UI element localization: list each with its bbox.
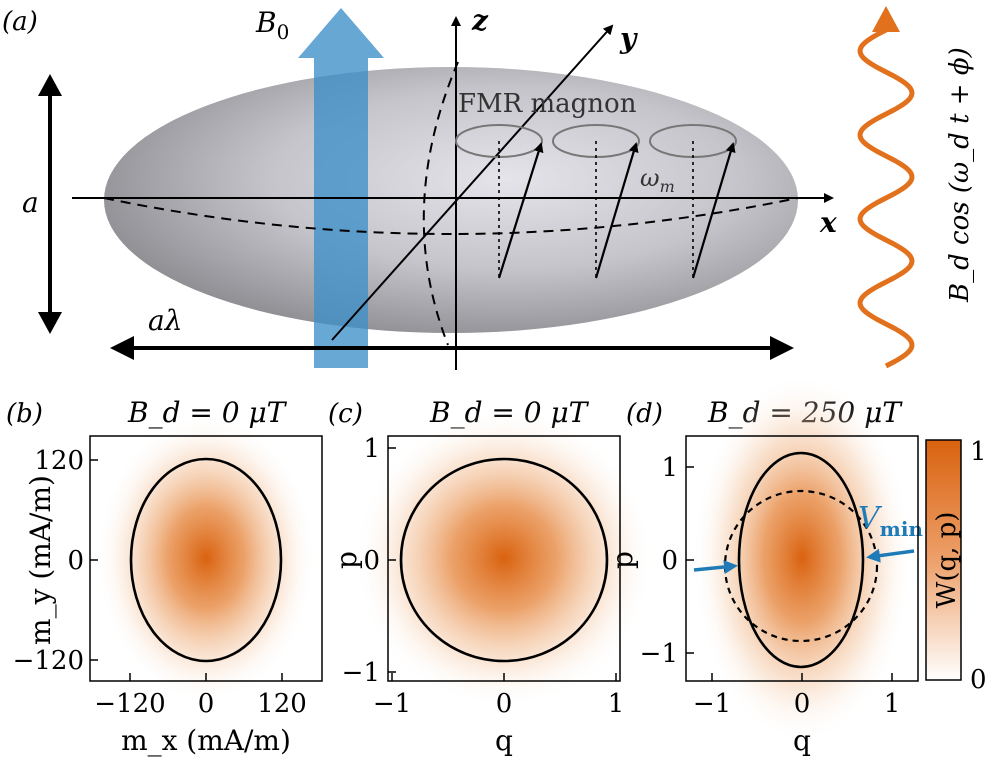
x-tick-label: −1 — [693, 689, 731, 719]
panel-c: (c) B_d = 0 μT −1 0 1 1 0 −1 q p — [328, 396, 654, 757]
x-axis-title: q — [495, 724, 513, 757]
x-ticks: −1 0 1 — [373, 673, 624, 719]
y-axis — [331, 24, 614, 341]
panel-a: (a) B0 z y x FMR magnon — [2, 4, 975, 370]
spin-arrow — [497, 142, 544, 279]
drive-field-label: B_d cos (ω_d t + ϕ) — [945, 47, 975, 303]
x-tick-label: 120 — [257, 689, 307, 719]
drive-field-arrowhead — [872, 6, 900, 32]
y-tick-label: 1 — [661, 453, 678, 483]
y-ticks: 1 0 −1 — [342, 434, 396, 688]
y-tick-label: 0 — [661, 546, 678, 576]
x-tick-label: 1 — [884, 689, 901, 719]
omega-m-label: ωm — [640, 164, 675, 196]
panel-c-label: (c) — [328, 399, 363, 429]
y-axis-title: p — [330, 551, 363, 569]
x-axis-label: x — [819, 206, 837, 239]
y-tick-label: 120 — [34, 446, 84, 476]
vmin-label: Vmin — [858, 501, 923, 541]
panel-b-label: (b) — [6, 399, 43, 429]
x-axis-title: q — [793, 724, 811, 757]
y-tick-label: −120 — [13, 646, 84, 676]
y-ticks: 120 0 −120 — [13, 446, 98, 676]
colorbar: 1 0 W(q, p) — [925, 437, 987, 695]
spin-arrow — [691, 142, 736, 279]
x-ticks: −120 0 120 — [94, 673, 307, 719]
drive-field-wave — [857, 27, 915, 369]
wigner-density — [692, 373, 912, 743]
x-tick-label: 0 — [198, 689, 215, 719]
x-tick-label: 1 — [608, 689, 625, 719]
spin-precession-group — [455, 124, 737, 279]
x-tick-label: −120 — [94, 689, 165, 719]
y-axis-title: m_y (mA/m) — [24, 475, 57, 645]
panel-d-label: (d) — [626, 399, 663, 429]
x-tick-label: −1 — [373, 689, 411, 719]
dashed-meridian — [422, 61, 459, 346]
spin-arrow — [594, 142, 639, 279]
uncertainty-ellipse — [129, 457, 283, 663]
panel-a-label: (a) — [2, 7, 38, 37]
colorbar-title: W(q, p) — [932, 512, 962, 609]
colorbar-gradient — [925, 439, 962, 681]
fmr-magnon-label: FMR magnon — [458, 89, 637, 119]
panel-b: (b) B_d = 0 μT −120 0 120 120 0 −120 m_x… — [6, 396, 323, 757]
y-axis-label: y — [619, 22, 638, 55]
vmin-arrow-right — [866, 548, 915, 563]
wigner-density — [96, 413, 316, 703]
y-tick-label: −1 — [342, 658, 380, 688]
y-tick-label: −1 — [640, 639, 678, 669]
y-tick-label: 0 — [67, 546, 84, 576]
squeezed-ellipse — [737, 451, 865, 669]
b0-arrow — [298, 8, 384, 368]
colorbar-tick-label: 1 — [970, 437, 987, 467]
wigner-density — [354, 408, 654, 708]
x-tick-label: 0 — [794, 689, 811, 719]
vmin-arrow-left — [693, 560, 738, 574]
b0-label: B0 — [255, 6, 289, 44]
panel-d: (d) B_d = 250 μT Vmin −1 0 1 1 0 −1 q p — [606, 373, 923, 757]
x-tick-label: 0 — [496, 689, 513, 719]
a-lambda-label: aλ — [148, 304, 182, 337]
y-axis-title: p — [606, 551, 639, 569]
a-label: a — [22, 186, 39, 219]
y-tick-label: 0 — [363, 546, 380, 576]
colorbar-tick-label: 0 — [970, 665, 987, 695]
uncertainty-circle — [399, 457, 609, 663]
x-ticks: −1 0 1 — [693, 673, 900, 719]
ellipsoid-magnet — [104, 67, 798, 333]
dashed-equator — [103, 197, 799, 235]
y-ticks: 1 0 −1 — [640, 453, 694, 669]
y-tick-label: 1 — [363, 434, 380, 464]
x-axis-title: m_x (mA/m) — [121, 724, 291, 757]
z-axis-label: z — [471, 4, 489, 37]
